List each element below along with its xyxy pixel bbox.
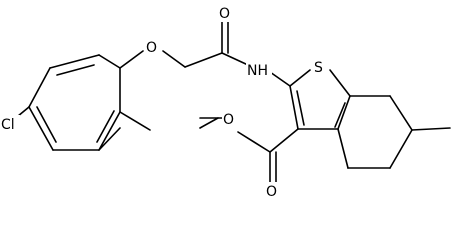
bond-ring-a6-a1: [98, 111, 121, 151]
bond-ring-double-3: [96, 110, 115, 143]
label-thiophene-sulfur: S: [314, 60, 323, 76]
label-chloro: Cl: [1, 117, 15, 133]
bond-c2-s: [289, 69, 311, 87]
molecule-diagram: Cl O O NH S O O: [0, 4, 451, 200]
bond-aryl-o: [119, 50, 144, 69]
structure-canvas: Cl O O NH S O O: [0, 4, 451, 200]
bond-c7-c6: [389, 95, 413, 131]
bond-o-ch2: [162, 50, 186, 68]
bond-ch2-carbonyl: [184, 52, 223, 68]
bond-c3a-c7a-double: [334, 102, 346, 128]
bond-ring-a1-a2: [98, 54, 121, 69]
bond-s-c7a: [329, 69, 351, 97]
label-amide-oxygen: O: [219, 6, 230, 22]
bond-c3-ester-c: [269, 128, 299, 153]
bond-ring-a4-a5: [28, 106, 54, 151]
bond-carbonyl-nh: [221, 52, 249, 66]
benzothiophene-core: [289, 69, 451, 169]
bond-ring-a2-a3: [49, 54, 100, 69]
bond-c3-c2: [289, 85, 299, 130]
atom-labels: Cl O O NH S O O: [0, 4, 327, 200]
label-ether-oxygen: O: [146, 40, 157, 56]
label-amide-nh: NH: [247, 63, 268, 79]
bond-c2-c3-double: [296, 90, 305, 126]
bond-aryl-methyl: [119, 111, 151, 131]
bond-ester-c-o: [237, 131, 271, 153]
bond-nh-thiophene: [269, 71, 291, 87]
bond-c7a-c3a: [337, 95, 351, 130]
chlorotolyl-ring: [11, 54, 151, 151]
bond-ring-double-1: [56, 64, 95, 76]
bond-c6-methyl: [411, 127, 451, 131]
bond-ring-a3-a4: [28, 67, 51, 108]
bond-o-methyl-2: [199, 117, 219, 129]
label-ester-carbonyl-oxygen: O: [266, 184, 277, 200]
bond-ring-methyl: [98, 127, 121, 151]
bond-c6-c5: [389, 129, 413, 169]
label-ester-alkoxy-oxygen: O: [223, 112, 234, 128]
bond-c4-c3a: [337, 128, 349, 169]
bond-ring-double-2: [36, 106, 57, 143]
methyl-ester: [199, 117, 299, 184]
oxyacetamide-linker: [119, 15, 291, 87]
